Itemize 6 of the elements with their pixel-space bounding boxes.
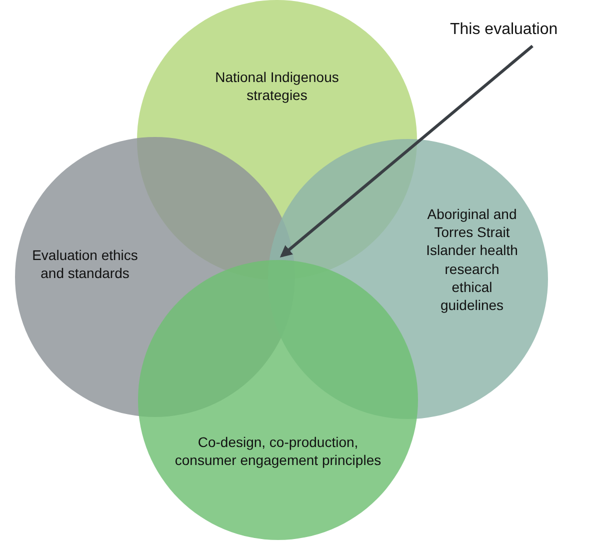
- circle-label: Co-design, co-production, consumer engagement principles: [174, 433, 382, 470]
- circle-label: Aboriginal and Torres Strait Islander health research ethical guidelines: [425, 205, 519, 314]
- leader-arrow: [280, 44, 534, 258]
- callout-label: This evaluation: [450, 20, 558, 40]
- circle-label: Evaluation ethics and standards: [31, 246, 139, 282]
- circle-label: National Indigenous strategies: [214, 68, 340, 104]
